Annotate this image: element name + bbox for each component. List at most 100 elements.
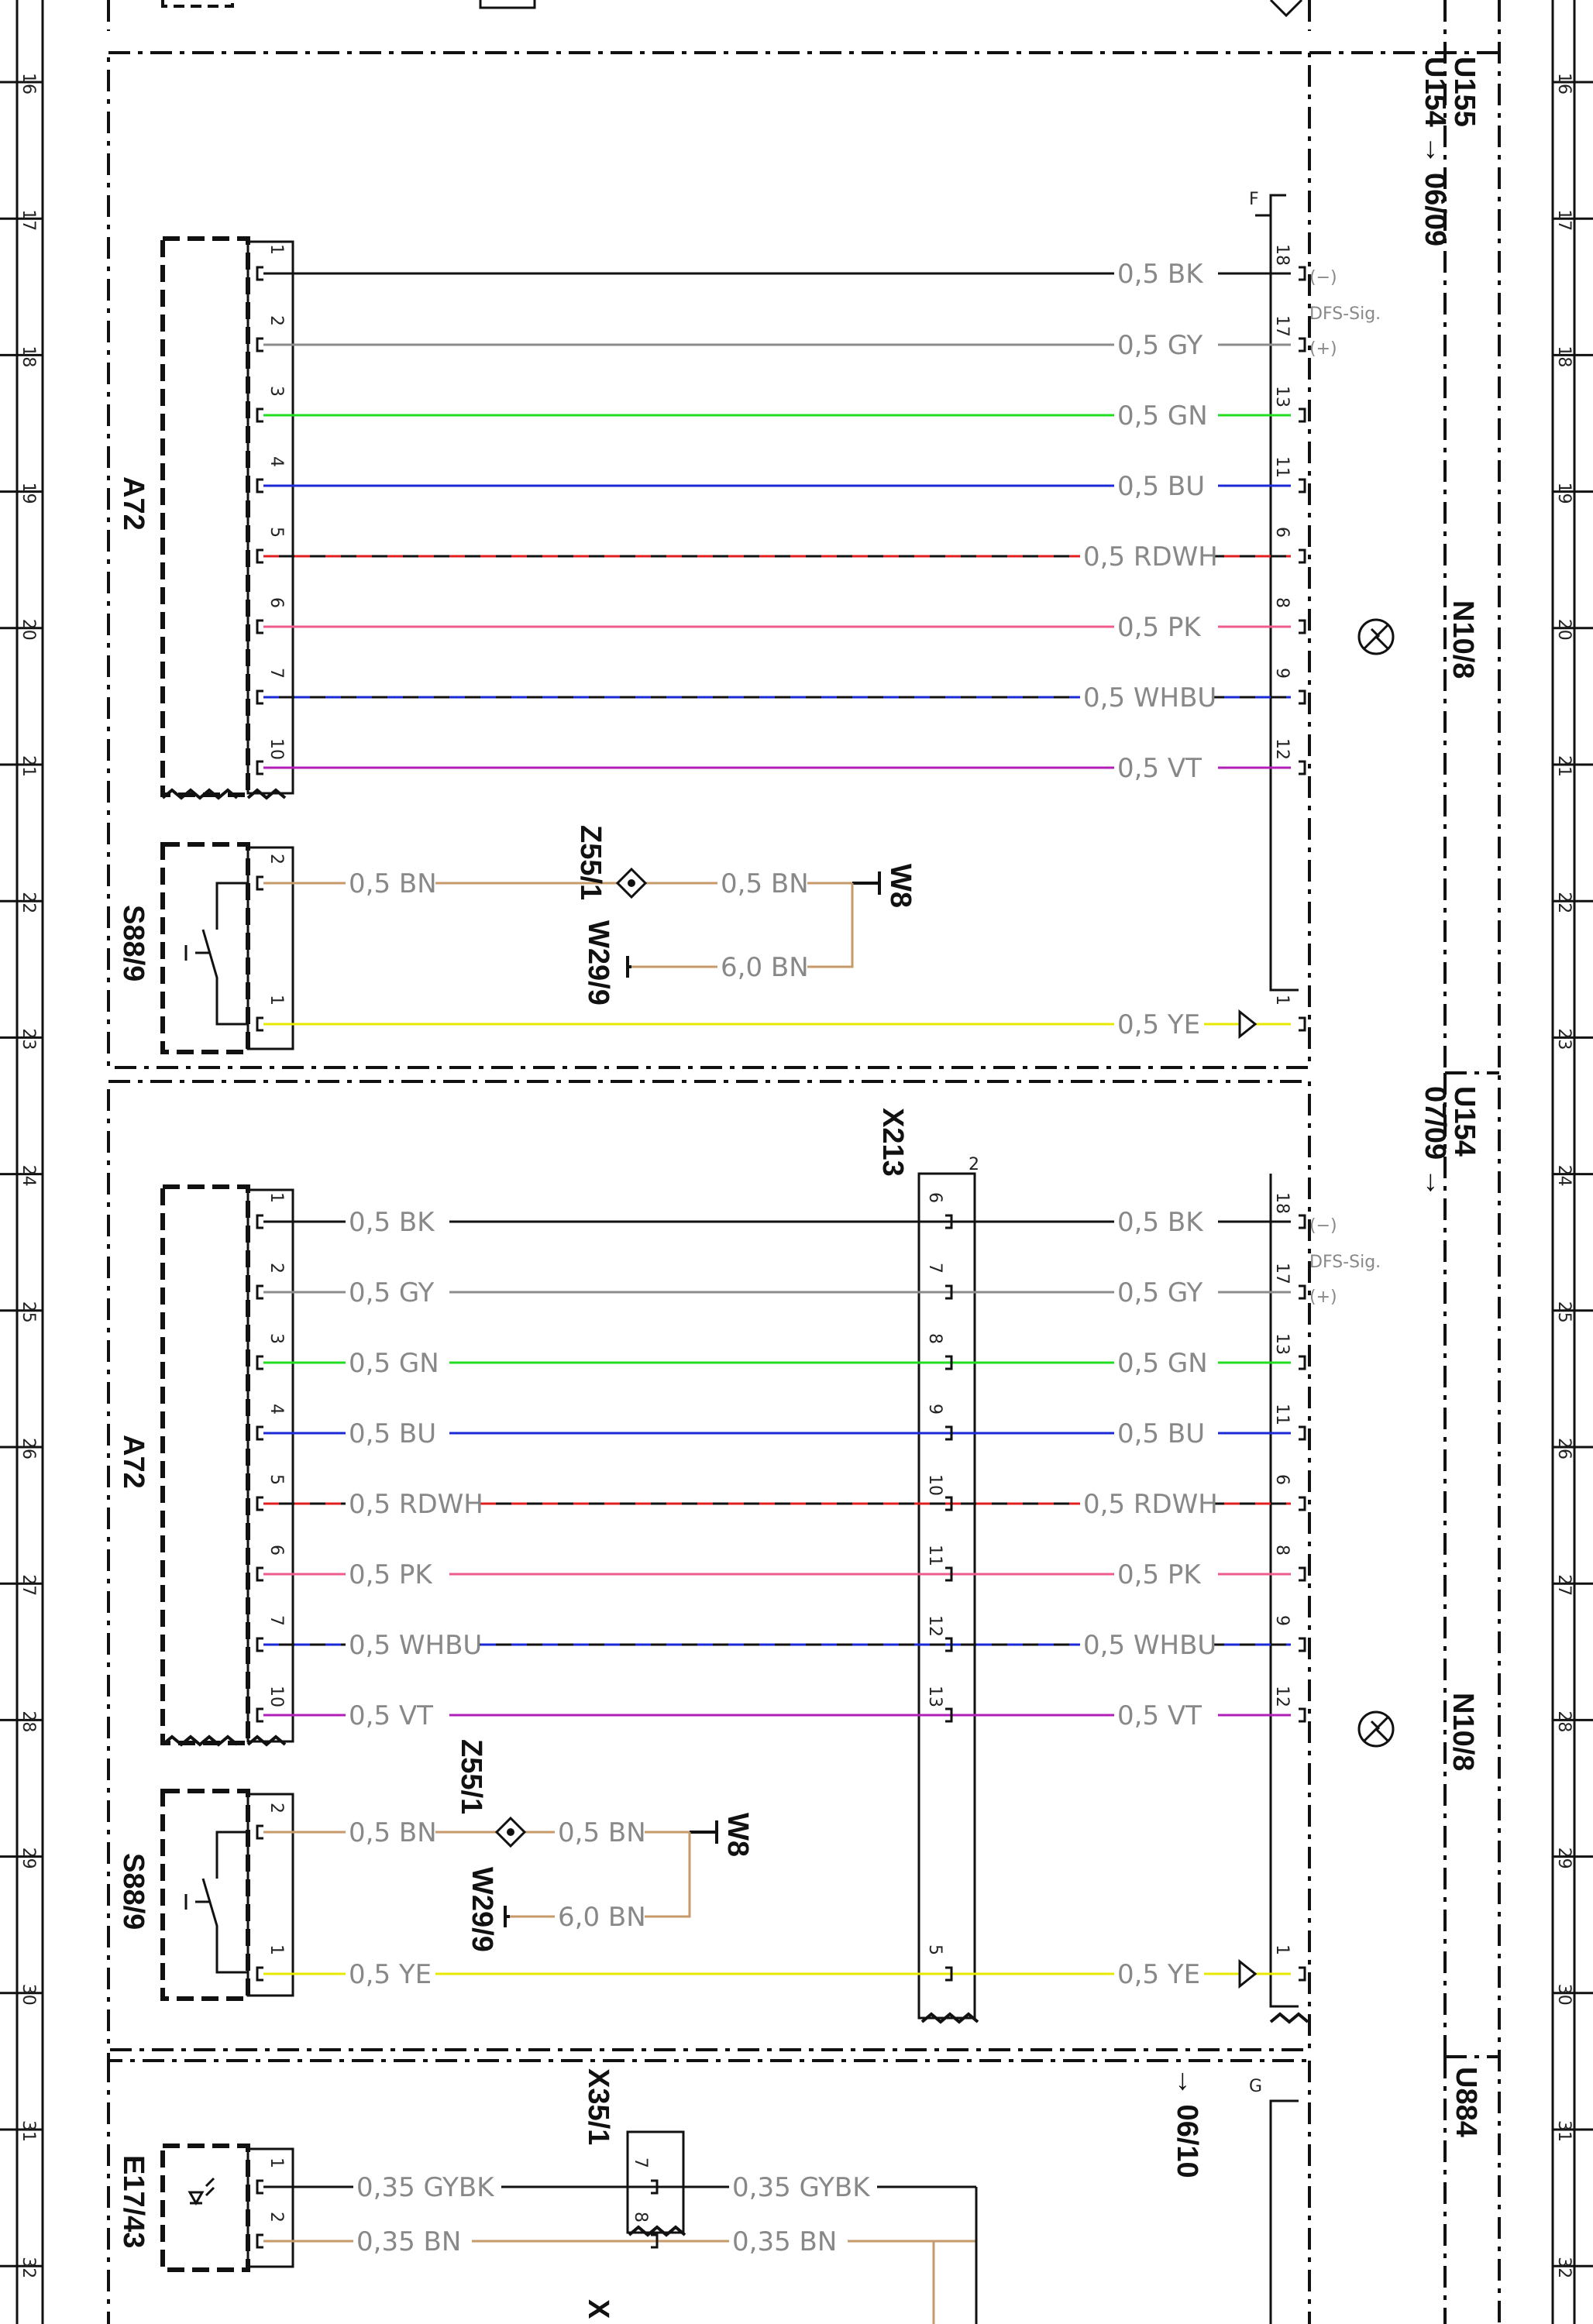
terminal-mark — [945, 1966, 953, 1982]
wavy-break — [161, 788, 239, 800]
target-connector — [1269, 215, 1299, 992]
wire-label-left: 0,5 YE — [349, 1959, 432, 1990]
label-gap — [1114, 329, 1218, 360]
terminal-mark — [945, 1637, 953, 1652]
grid-num-right: 20 — [1554, 619, 1574, 641]
wire-label-left: 0,5 BK — [349, 1207, 435, 1238]
pin-right-18: 18 — [1272, 244, 1292, 266]
terminal-mark — [256, 1355, 263, 1370]
label-gap — [1114, 611, 1218, 642]
label-gap — [555, 1817, 645, 1848]
grid-num-left: 28 — [19, 1710, 38, 1732]
led-icon — [188, 2177, 215, 2206]
terminal-mark — [1299, 1284, 1306, 1300]
pin-left-7: 7 — [267, 1615, 286, 1626]
label-gap — [346, 1488, 479, 1519]
pin-left-5: 5 — [267, 527, 286, 538]
module-a72-box — [160, 1184, 250, 1745]
terminal-mark — [256, 337, 263, 352]
wavy-break — [161, 1734, 239, 1747]
label-gap — [1080, 541, 1213, 572]
pin-mid-6: 6 — [925, 1192, 944, 1203]
grid-num-right: 31 — [1554, 2120, 1574, 2142]
grid-num-right: 25 — [1554, 1301, 1574, 1323]
plus-label: (+) — [1309, 339, 1337, 359]
dfs-label: DFS-Sig. — [1309, 1253, 1381, 1272]
wire-label: 0,5 BU — [1117, 471, 1205, 502]
target-connector-top — [1255, 194, 1286, 217]
grid-num-left: 19 — [19, 483, 38, 504]
wire-label-right: 0,5 BK — [1117, 1207, 1204, 1238]
pin-mid-9: 9 — [925, 1404, 944, 1415]
pin-mid-5: 5 — [925, 1944, 944, 1955]
label-gap — [717, 951, 807, 982]
module-e17-43-label: E17/43 — [117, 2155, 150, 2248]
ground-w29-9-label: W29/9 — [582, 920, 614, 1006]
pin-left-1: 1 — [267, 2157, 286, 2168]
terminal-mark — [1299, 619, 1306, 634]
label-gap — [346, 1277, 449, 1308]
ground-w8-symbol — [852, 871, 881, 895]
side-labels: U155 U154 → 06/09 U154 07/09 → U884 → 06… — [1171, 57, 1482, 2178]
wire-label: 0,5 YE — [1117, 1009, 1200, 1040]
wire-bn-ground — [631, 883, 854, 968]
pin-left-2: 2 — [267, 2212, 286, 2223]
label-gap — [1114, 1958, 1204, 1989]
label-gap — [1114, 400, 1218, 431]
grid-num-left: 20 — [19, 619, 38, 641]
wavy-break — [1269, 2012, 1309, 2024]
connector-x35-1 — [626, 2130, 685, 2234]
wire-label: 0,5 WHBU — [1083, 682, 1216, 713]
terminal-mark — [945, 1284, 953, 1300]
terminal-mark — [256, 266, 263, 281]
grid-num-left: 18 — [19, 346, 38, 367]
connector-x213 — [917, 1172, 976, 2020]
pin-sw-1: 1 — [267, 1944, 286, 1955]
terminal-mark — [651, 2233, 659, 2249]
grid-num-left: 23 — [19, 1028, 38, 1050]
terminal-mark — [1299, 1566, 1306, 1582]
terminal-mark — [256, 1637, 263, 1652]
terminal-mark — [651, 2179, 659, 2195]
module-a72-box — [160, 236, 250, 797]
pin-left-2: 2 — [267, 1263, 286, 1274]
pin-right-12: 12 — [1272, 738, 1292, 760]
wire-label: 0,5 BN — [349, 1817, 437, 1848]
label-gap — [1114, 1700, 1218, 1731]
switch-connector — [246, 1793, 294, 1997]
transistor-icon-lines — [1362, 623, 1390, 651]
pin-sw-1: 1 — [267, 995, 286, 1006]
grid-num-left: 27 — [19, 1574, 38, 1596]
terminal-mark — [1299, 548, 1306, 564]
terminal-mark — [1299, 760, 1306, 775]
pin-left-10: 10 — [267, 1686, 286, 1707]
wire-label-right: 0,35 BN — [732, 2226, 837, 2257]
label-gap — [729, 2226, 848, 2257]
label-gap — [346, 1347, 449, 1378]
transistor-icon — [1357, 1710, 1395, 1748]
wire-label-right: 0,5 BU — [1117, 1418, 1205, 1449]
terminal-mark — [1299, 1425, 1306, 1441]
label-gap — [1080, 1629, 1213, 1660]
terminal-mark — [256, 1214, 263, 1229]
pin-mid-8: 8 — [925, 1333, 944, 1344]
wire-label-left: 0,35 BN — [356, 2226, 461, 2257]
label-gap — [346, 1958, 435, 1989]
terminal-mark — [1299, 337, 1306, 352]
module-a72-label: A72 — [117, 1435, 150, 1489]
grid-num-right: 16 — [1554, 73, 1574, 95]
terminal-mark — [1299, 689, 1306, 705]
transistor-icon — [1357, 618, 1395, 655]
connector-x213-label: X213 — [876, 1108, 909, 1177]
wire-label-right: 0,5 PK — [1117, 1559, 1202, 1590]
label-gap — [1080, 1488, 1213, 1519]
connector-pin-top: 2 — [969, 1155, 979, 1174]
terminal-mark — [1299, 478, 1306, 493]
wavy-break — [246, 788, 287, 800]
label-gap — [346, 1817, 435, 1848]
wire-label: 0,5 BN — [558, 1817, 646, 1848]
connector-x-label: X — [582, 2299, 614, 2319]
